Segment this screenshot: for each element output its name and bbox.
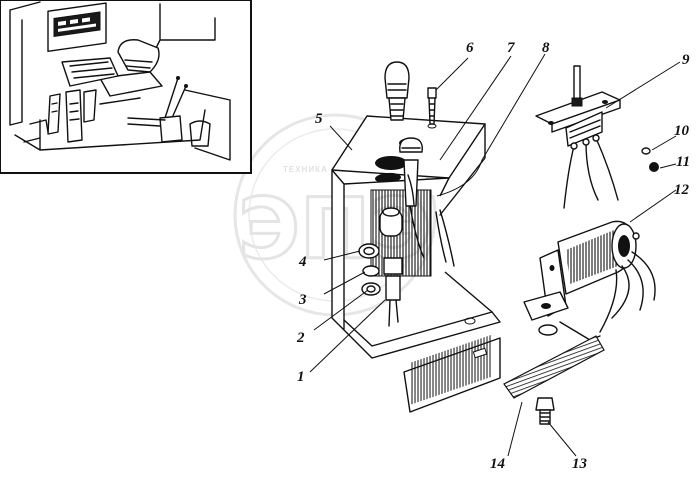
cab-inset-view	[0, 0, 252, 174]
callout-2: 2	[296, 330, 305, 346]
cable-sleeve	[503, 335, 605, 399]
callout-4: 4	[298, 254, 307, 270]
nut	[649, 162, 659, 172]
toggle-switch	[535, 65, 621, 209]
relay-washer	[538, 324, 558, 336]
callout-11: 11	[676, 154, 690, 170]
callout-7: 7	[507, 40, 515, 56]
washer	[641, 147, 651, 155]
warning-lamp-large	[384, 61, 410, 121]
operator-seat	[99, 39, 163, 97]
callout-10: 10	[674, 123, 690, 139]
lamp-socket-screw	[427, 87, 437, 125]
callout-12: 12	[674, 182, 690, 198]
leader-lines	[309, 53, 681, 457]
callout-13: 13	[572, 456, 588, 472]
pedals	[47, 89, 97, 143]
callout-14: 14	[490, 456, 506, 472]
callout-6: 6	[466, 40, 474, 56]
socket-cluster	[358, 207, 403, 327]
callout-1: 1	[297, 369, 305, 385]
callout-labels: 1 2 3 4 5 6 7 8 9 10 11 12 13 14	[296, 40, 690, 472]
warning-lamp-small	[399, 137, 425, 259]
callout-5: 5	[315, 111, 323, 127]
relay-unit	[523, 220, 656, 341]
control-levers	[127, 76, 188, 143]
instrument-panel	[53, 11, 101, 37]
callout-3: 3	[298, 292, 307, 308]
mounting-bolt	[535, 397, 555, 425]
callout-8: 8	[542, 40, 550, 56]
callout-9: 9	[682, 52, 690, 68]
